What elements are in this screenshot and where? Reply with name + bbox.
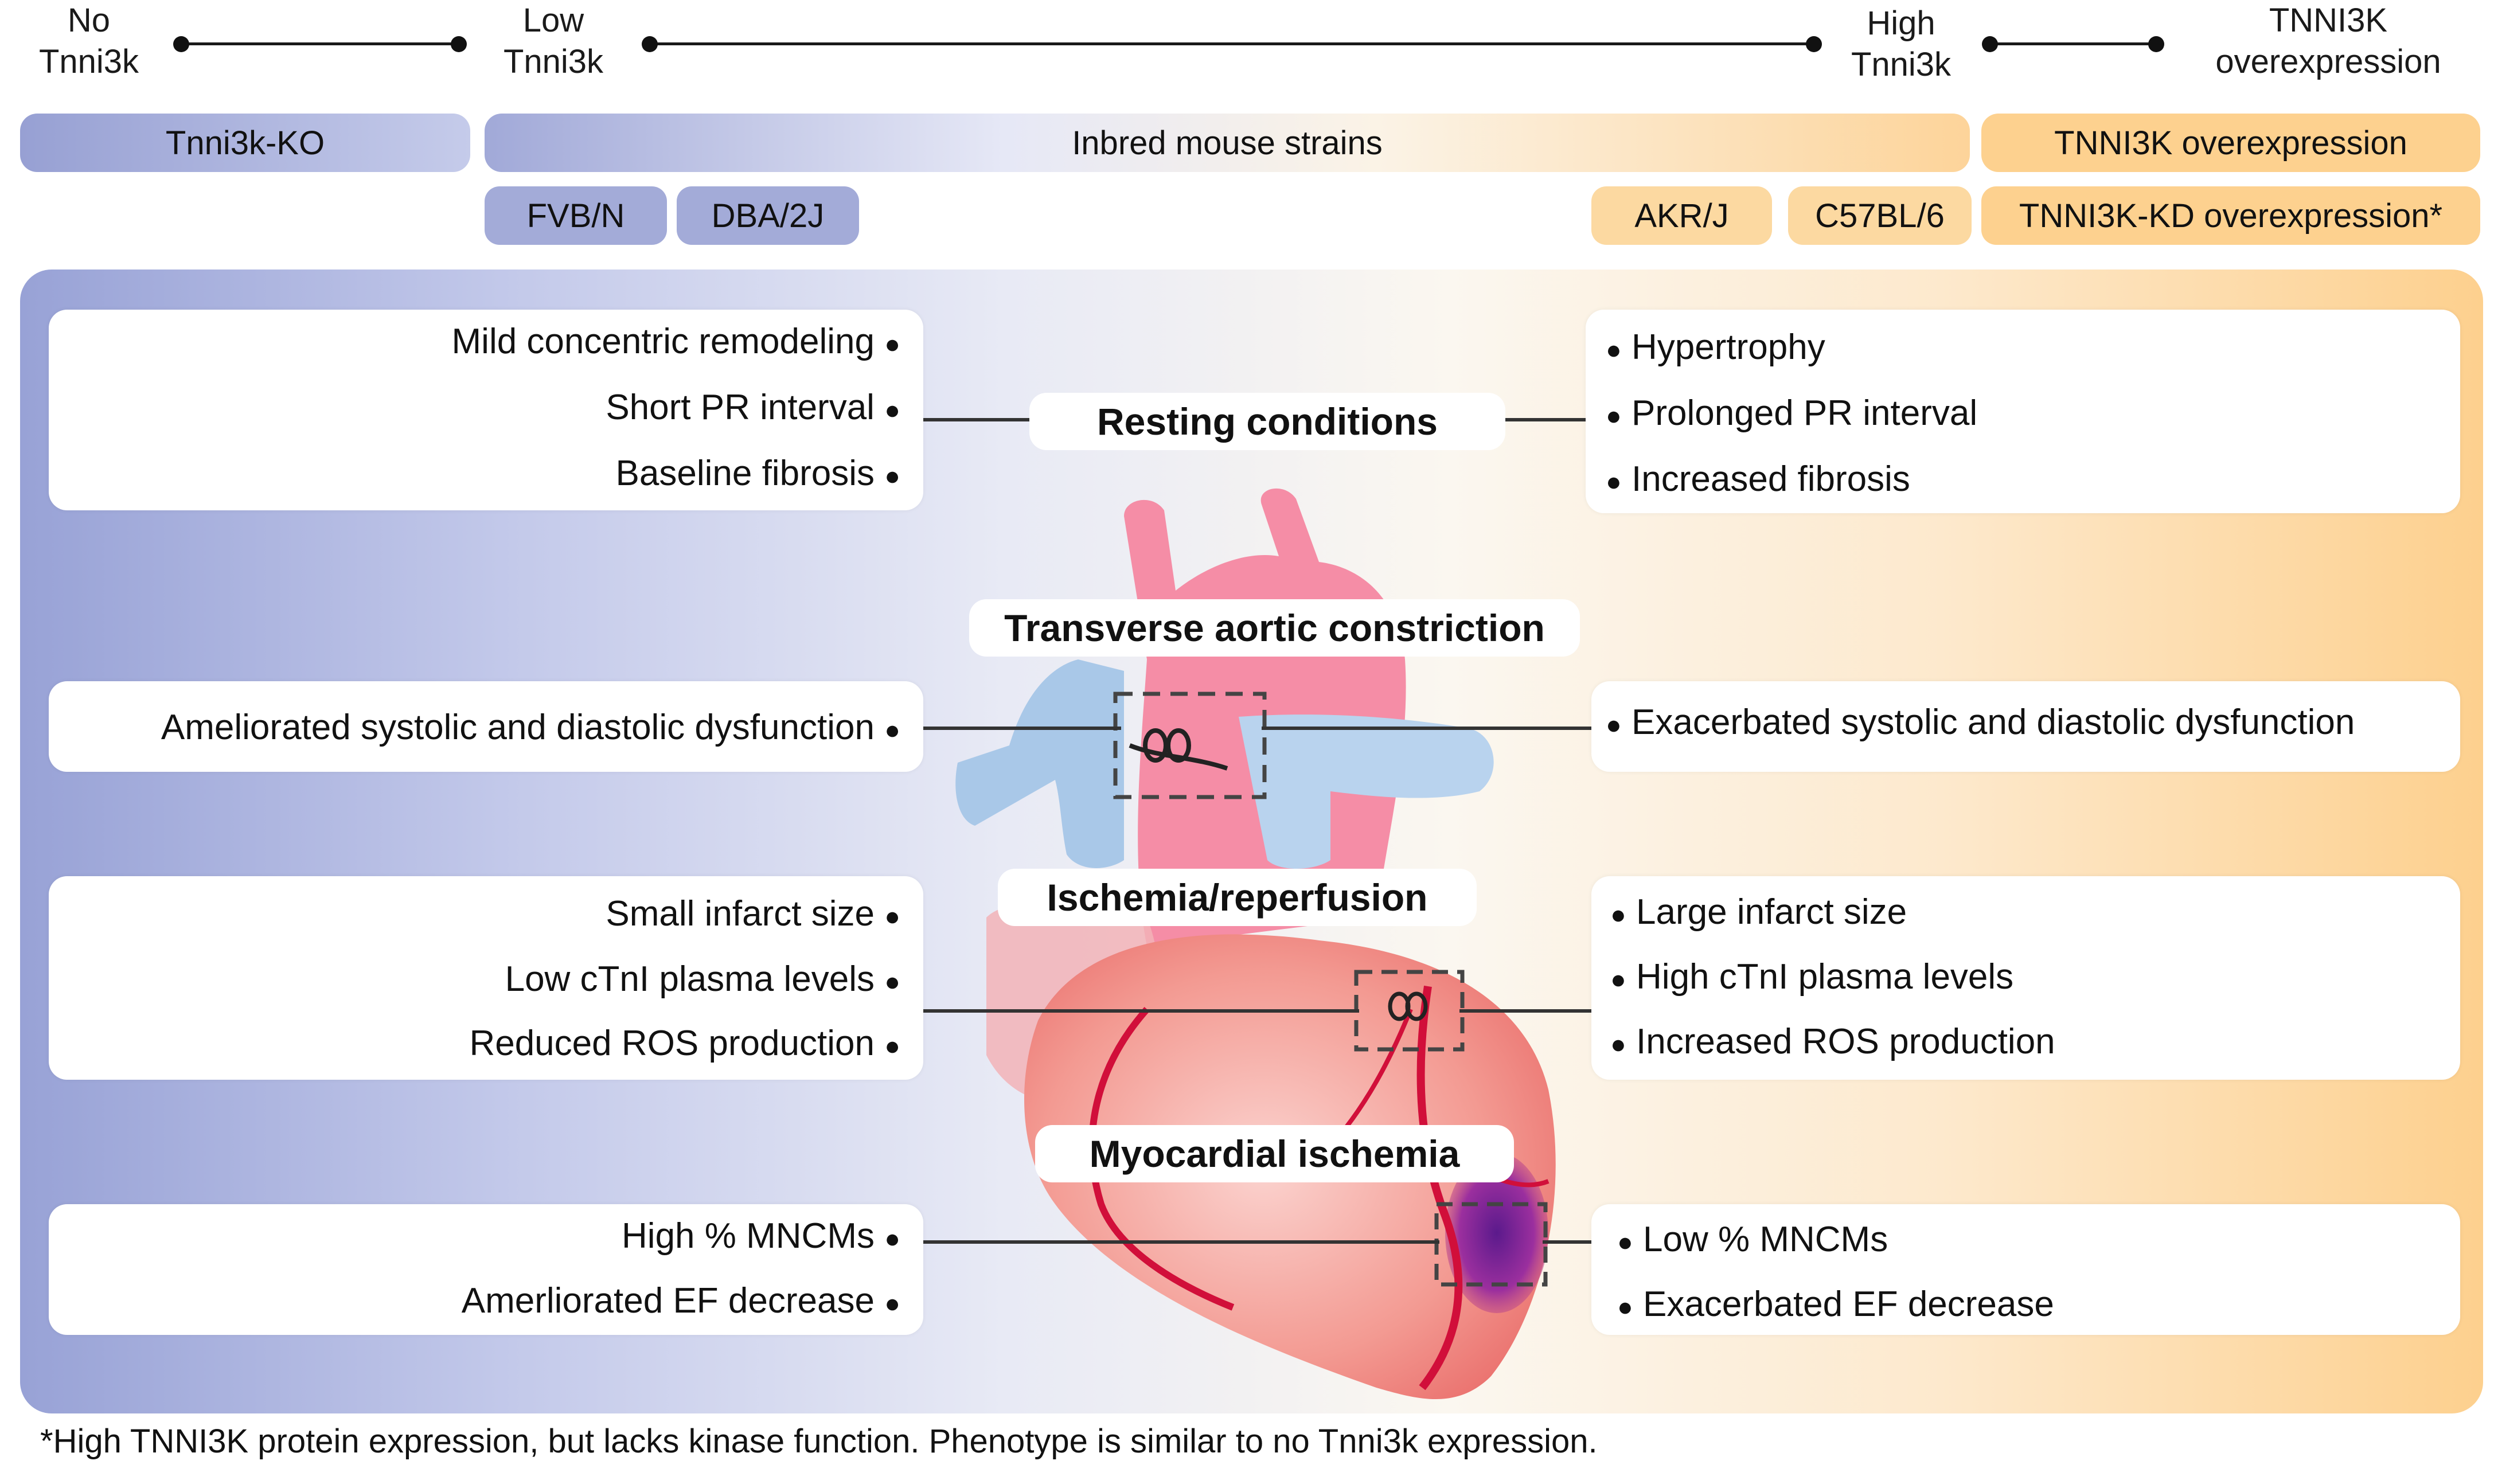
category-ko: Tnni3k-KO — [20, 114, 470, 172]
tac-right-box — [1591, 681, 2460, 772]
mi-site-box — [1434, 1202, 1548, 1287]
connector-resting-left — [923, 418, 1029, 421]
strain-dba: DBA/2J — [677, 186, 859, 245]
scale-label-overexpression: TNNI3K overexpression — [2215, 2, 2441, 80]
scale-label-high: High Tnni3k — [1851, 5, 1952, 83]
resting-right-item: ● Hypertrophy — [1606, 327, 1825, 367]
resting-right-item: ● Prolonged PR interval — [1606, 393, 1978, 433]
connector-resting-right — [1505, 418, 1586, 421]
resting-right-item: ● Increased fibrosis — [1606, 459, 1910, 499]
connector-ir-left — [923, 1009, 1359, 1013]
scale-label-no: No Tnni3k — [38, 2, 139, 80]
connector-tac-left — [923, 727, 1121, 730]
scale-dot — [451, 36, 467, 52]
ir-left-item: Low cTnI plasma levels ● — [505, 959, 900, 999]
connector-mi-right — [1543, 1240, 1591, 1244]
scale-dot — [1806, 36, 1822, 52]
tac-left-item: Ameliorated systolic and diastolic dysfu… — [161, 708, 900, 747]
tac-right-item: ● Exacerbated systolic and diastolic dys… — [1606, 702, 2355, 742]
ligature-icon — [1166, 728, 1191, 763]
mi-right-box — [1591, 1204, 2460, 1335]
title-ischemia-reperfusion: Ischemia/reperfusion — [998, 869, 1477, 926]
category-inbred-strains: Inbred mouse strains — [485, 114, 1970, 172]
ir-right-item: ● Increased ROS production — [1610, 1022, 2055, 1061]
mi-right-item: ● Low % MNCMs — [1617, 1220, 1888, 1259]
pulmonary-artery — [955, 659, 1124, 868]
connector-tac-right — [1262, 727, 1591, 730]
coronary-artery — [1088, 1007, 1235, 1311]
mi-left-item: High % MNCMs ● — [622, 1216, 900, 1256]
ir-right-item: ● Large infarct size — [1610, 892, 1907, 932]
connector-ir-right — [1459, 1009, 1591, 1013]
category-kd-overexpression: TNNI3K-KD overexpression* — [1981, 186, 2480, 245]
strain-akr: AKR/J — [1591, 186, 1772, 245]
tac-site-box — [1113, 692, 1267, 799]
scale-line-3 — [1990, 42, 2156, 45]
resting-right-box — [1586, 310, 2460, 513]
scale-line-2 — [650, 42, 1814, 45]
mi-left-box — [49, 1204, 923, 1335]
vena-cava — [1239, 714, 1494, 869]
tac-left-box — [49, 681, 923, 772]
scale-dot — [1982, 36, 1998, 52]
scale-dot — [173, 36, 189, 52]
title-resting-conditions: Resting conditions — [1029, 393, 1505, 450]
strain-c57: C57BL/6 — [1788, 186, 1972, 245]
coronary-artery — [1416, 985, 1463, 1391]
ir-right-item: ● High cTnI plasma levels — [1610, 957, 2014, 997]
scale-dot — [2148, 36, 2164, 52]
mi-left-item: Amerliorated EF decrease ● — [461, 1281, 900, 1321]
title-transverse-aortic-constriction: Transverse aortic constriction — [969, 599, 1580, 657]
scale-label-low: Low Tnni3k — [503, 2, 604, 80]
mi-right-item: ● Exacerbated EF decrease — [1617, 1284, 2054, 1324]
ligature-icon — [1405, 991, 1428, 1021]
connector-mi-left — [923, 1240, 1439, 1244]
resting-left-box — [49, 310, 923, 510]
ir-left-item: Reduced ROS production ● — [469, 1024, 900, 1063]
ligature-icon — [1129, 743, 1228, 771]
ir-left-box — [49, 876, 923, 1080]
infarct-region — [1445, 1153, 1548, 1313]
resting-left-item: Short PR interval ● — [606, 388, 900, 427]
ir-left-item: Small infarct size ● — [606, 894, 900, 934]
category-overexpression: TNNI3K overexpression — [1981, 114, 2480, 172]
strain-fvb: FVB/N — [485, 186, 667, 245]
resting-left-item: Mild concentric remodeling ● — [451, 322, 900, 361]
title-myocardial-ischemia: Myocardial ischemia — [1035, 1125, 1514, 1182]
scale-line-1 — [181, 42, 459, 45]
footnote: *High TNNI3K protein expression, but lac… — [40, 1423, 1598, 1460]
ir-right-box — [1591, 876, 2460, 1080]
scale-dot — [642, 36, 658, 52]
resting-left-item: Baseline fibrosis ● — [615, 454, 900, 493]
